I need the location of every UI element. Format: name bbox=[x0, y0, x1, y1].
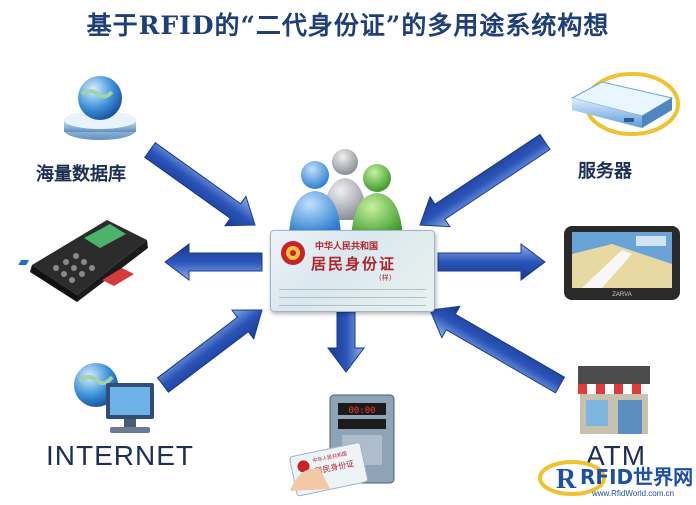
arrow-database-to-id bbox=[144, 141, 256, 227]
computer-globe-icon bbox=[74, 363, 154, 433]
svg-text:00:00: 00:00 bbox=[348, 406, 375, 416]
national-emblem-icon bbox=[281, 241, 305, 265]
gps-navigator-icon: ZARVA bbox=[564, 226, 680, 300]
rfidworld-logo: R RFID世界网 www.RfidWorld.com.cn bbox=[538, 460, 693, 498]
id-card-tag: (样) bbox=[379, 274, 392, 282]
watermark-url: www.RfidWorld.com.cn bbox=[591, 489, 674, 498]
arrow-id-to-gps bbox=[437, 243, 546, 281]
people-group-icon bbox=[289, 149, 403, 240]
id-card: 中华人民共和国 居民身份证 (样) bbox=[270, 230, 435, 312]
id-card-country: 中华人民共和国 bbox=[315, 242, 379, 252]
internet-label: INTERNET bbox=[46, 440, 194, 471]
pos-terminal-icon bbox=[18, 220, 148, 302]
arrow-internet-to-id bbox=[156, 309, 263, 393]
page-title: 基于RFID的“二代身份证”的多用途系统构想 bbox=[86, 11, 610, 40]
watermark-logo-text: RFID世界网 bbox=[580, 465, 693, 489]
arrow-id-to-reader bbox=[327, 311, 365, 373]
server-icon bbox=[570, 72, 680, 136]
gps-brand: ZARVA bbox=[612, 292, 631, 298]
server-label: 服务器 bbox=[578, 161, 632, 182]
card-reader-icon: 00:00 中华人民共和国 居民身份证 bbox=[289, 394, 395, 497]
database-label: 海量数据库 bbox=[36, 164, 126, 185]
arrow-server-to-id bbox=[419, 133, 551, 228]
arrow-id-to-pos bbox=[164, 243, 263, 281]
arrow-atm-to-id bbox=[429, 305, 566, 394]
database-icon bbox=[64, 76, 136, 140]
id-card-title: 居民身份证 bbox=[311, 255, 397, 273]
svg-text:R: R bbox=[556, 464, 577, 495]
bank-building-icon bbox=[578, 366, 650, 434]
